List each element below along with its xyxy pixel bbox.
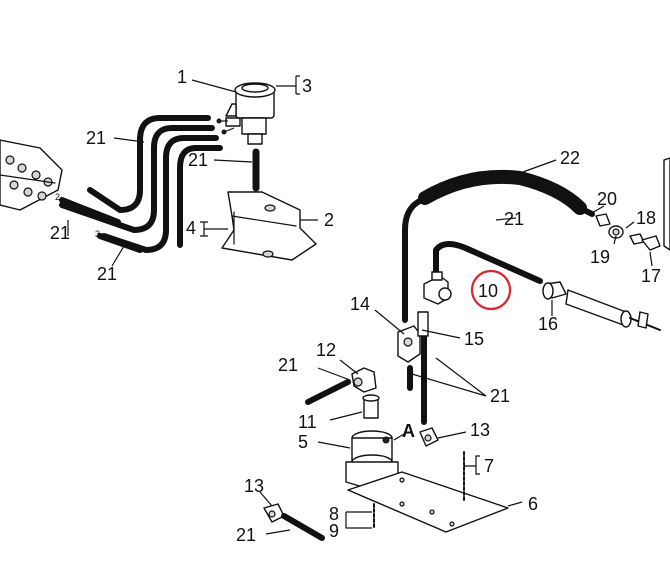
hydraulic-tube-bundle xyxy=(59,115,223,253)
elbow-fitting-14 xyxy=(397,325,421,363)
adapter-11 xyxy=(362,394,380,419)
label-8: 8 xyxy=(329,504,339,524)
tube-middle-right xyxy=(433,241,543,284)
label-7: 7 xyxy=(484,456,494,476)
label-21-e: 21 xyxy=(504,209,524,229)
label-tube-2: 2 xyxy=(55,192,60,202)
label-17: 17 xyxy=(641,266,661,286)
label-3: 3 xyxy=(302,76,312,96)
label-1: 1 xyxy=(177,67,187,87)
connector-15 xyxy=(417,311,429,337)
elbow-13-left xyxy=(263,503,285,523)
label-21-h: 21 xyxy=(236,525,256,545)
cylinder-edge-right xyxy=(663,157,670,251)
hydraulic-cylinder xyxy=(565,289,661,331)
label-5: 5 xyxy=(298,432,308,452)
label-14: 14 xyxy=(350,294,370,314)
label-21-d: 21 xyxy=(97,264,117,284)
label-19: 19 xyxy=(590,247,610,267)
label-21-c: 21 xyxy=(50,223,70,243)
mounting-plate xyxy=(347,471,509,533)
label-21-a: 21 xyxy=(86,128,106,148)
elbow-13-right xyxy=(419,427,439,447)
label-12: 12 xyxy=(316,340,336,360)
label-view-a: A xyxy=(402,421,415,441)
part-labels: 1 3 21 21 2 3 4 2 21 21 22 20 18 21 19 1… xyxy=(50,67,661,545)
label-10: 10 xyxy=(478,281,498,301)
label-22: 22 xyxy=(560,148,580,168)
tube-21-left-mid xyxy=(305,379,351,405)
protective-sleeve-hose xyxy=(402,169,595,323)
label-18: 18 xyxy=(636,208,656,228)
label-11: 11 xyxy=(298,412,317,432)
control-valve-block xyxy=(0,139,63,211)
label-21-f: 21 xyxy=(278,355,298,375)
leader-lines xyxy=(67,75,653,535)
pressure-switch-valve xyxy=(216,82,276,145)
label-13-right: 13 xyxy=(470,420,490,440)
label-13-left: 13 xyxy=(244,476,264,496)
label-20: 20 xyxy=(597,189,617,209)
bolts xyxy=(373,451,465,529)
label-15: 15 xyxy=(464,329,484,349)
tee-fitting xyxy=(423,271,452,305)
connector-16 xyxy=(542,281,567,300)
label-6: 6 xyxy=(528,494,538,514)
label-21-b: 21 xyxy=(188,150,208,170)
tube-21-bottom xyxy=(281,513,325,541)
small-fittings-right xyxy=(595,213,661,251)
label-9: 9 xyxy=(329,521,339,541)
label-2: 2 xyxy=(324,210,334,230)
highlight-circle xyxy=(470,269,512,311)
label-tube-3: 3 xyxy=(95,229,100,239)
label-16: 16 xyxy=(538,314,558,334)
mounting-bracket xyxy=(221,191,317,261)
label-4: 4 xyxy=(186,218,196,238)
tube-lines-left xyxy=(59,197,143,253)
label-21-g: 21 xyxy=(490,386,510,406)
